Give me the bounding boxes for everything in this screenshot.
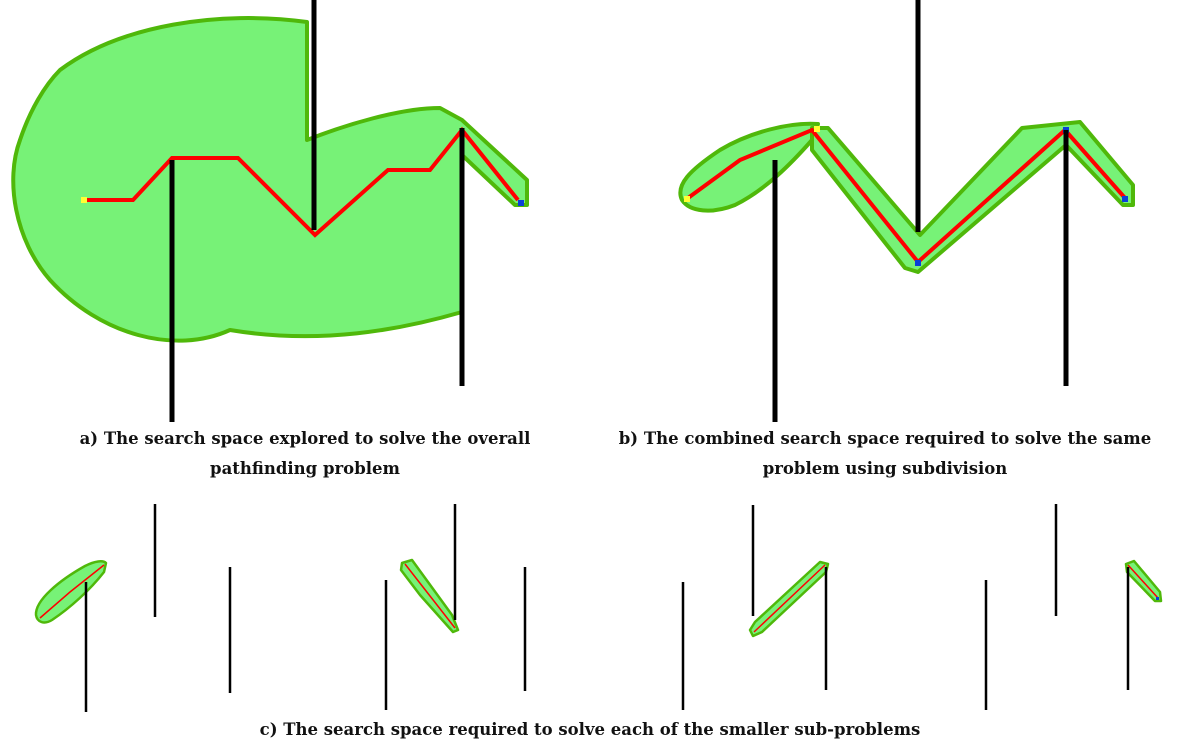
caption-b-line-2: problem using subdivision — [762, 459, 1008, 478]
panel-c-sub1-path — [39, 564, 105, 619]
panel-c-sub4-goal-marker — [1156, 597, 1159, 600]
panel-c — [34, 504, 1163, 712]
panel-a-start-marker — [81, 197, 87, 203]
panel-b-search-space-2 — [810, 120, 1135, 274]
panel-b-start-marker — [684, 196, 690, 202]
panel-a-search-space — [11, 16, 529, 343]
caption-b-line-1: b) The combined search space required to… — [618, 429, 1152, 448]
caption-c-line-1: c) The search space required to solve ea… — [259, 720, 921, 739]
panel-c-subproblem-2 — [384, 504, 527, 710]
panel-c-subproblem-3 — [681, 505, 830, 710]
panel-a-path — [85, 126, 520, 238]
panel-c-subproblem-4 — [984, 504, 1163, 710]
panel-c-sub3-path — [753, 564, 826, 633]
panel-b-waypoint-2 — [915, 260, 921, 266]
caption-a-line-1: a) The search space explored to solve th… — [79, 429, 531, 448]
panel-b-waypoint-1 — [814, 126, 820, 132]
caption-a: a) The search space explored to solve th… — [40, 424, 570, 484]
panel-b-path — [686, 127, 1127, 265]
panel-b-goal-marker — [1122, 196, 1128, 202]
panel-a-goal-marker — [518, 200, 524, 206]
caption-a-line-2: pathfinding problem — [210, 459, 400, 478]
panel-b-search-space-1 — [678, 121, 820, 213]
panel-a — [11, 0, 529, 422]
caption-c: c) The search space required to solve ea… — [100, 715, 1080, 745]
panel-c-subproblem-1 — [34, 504, 232, 712]
panel-c-sub4-path — [1127, 564, 1159, 599]
panel-b — [678, 0, 1135, 422]
caption-b: b) The combined search space required to… — [600, 424, 1170, 484]
panel-c-sub2-path — [404, 563, 456, 629]
